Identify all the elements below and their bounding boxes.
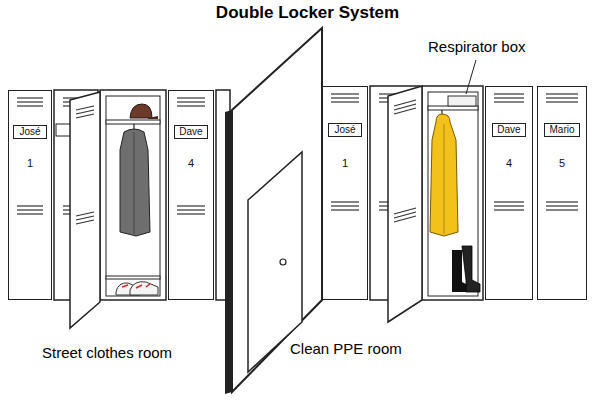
- locker-name: Dave: [179, 126, 202, 137]
- name-plate: José: [13, 125, 47, 139]
- name-plate: Mario: [544, 123, 580, 137]
- vent-slot: [494, 101, 524, 102]
- locker: 1 José: [322, 86, 368, 300]
- locker-name: José: [334, 124, 355, 135]
- door-vents: [394, 100, 416, 222]
- leader-line: [466, 60, 476, 94]
- open-locker: [100, 90, 166, 300]
- vent-slot: [546, 205, 578, 206]
- wall-edge: [225, 110, 232, 394]
- vent-slot: [177, 213, 205, 214]
- laces: [122, 284, 150, 288]
- locker-interior: [106, 96, 160, 296]
- vent-slot: [494, 205, 524, 206]
- diagram-title: Double Locker System: [0, 3, 615, 23]
- shoe: [130, 282, 158, 295]
- name-plate: Dave: [174, 125, 208, 139]
- vent-slot: [177, 105, 205, 106]
- cap-brim: [148, 116, 158, 119]
- open-door: [70, 92, 100, 328]
- shelf: [428, 106, 478, 110]
- room-label: Street clothes room: [42, 344, 172, 362]
- shelf: [106, 276, 160, 279]
- shelf: [106, 120, 160, 124]
- door-vents: [76, 106, 94, 224]
- vent-slot: [331, 205, 359, 206]
- vent-slot: [546, 101, 578, 102]
- vent-slot: [177, 97, 205, 98]
- vent-slot: [17, 101, 43, 102]
- callout-label: Respirator box: [428, 38, 526, 56]
- jacket-seam: [134, 132, 135, 234]
- vent-slot: [177, 205, 205, 206]
- locker: 4 Dave: [168, 90, 214, 300]
- boot: [462, 246, 480, 292]
- open-door: [388, 86, 422, 322]
- door-knob: [280, 259, 286, 265]
- vent-slot: [546, 209, 578, 210]
- locker-number: 4: [486, 157, 532, 170]
- name-plate: Dave: [492, 123, 526, 137]
- vent-slot: [17, 205, 43, 206]
- vent-slot: [331, 93, 359, 94]
- locker: 1 José: [8, 90, 52, 300]
- locker-number: 1: [323, 157, 367, 170]
- room-label: Clean PPE room: [290, 340, 402, 358]
- locker-name: Dave: [497, 124, 520, 135]
- vent-slot: [546, 201, 578, 202]
- vent-slot: [331, 209, 359, 210]
- locker-number: 4: [169, 157, 213, 170]
- open-locker: [422, 86, 483, 300]
- locker-name: José: [19, 126, 40, 137]
- vent-slot: [331, 97, 359, 98]
- cap: [130, 104, 152, 118]
- vent-slot: [177, 101, 205, 102]
- vent-slot: [331, 201, 359, 202]
- vent-slot: [546, 93, 578, 94]
- vent-slot: [494, 201, 524, 202]
- vent-slot: [546, 97, 578, 98]
- vent-slot: [17, 213, 43, 214]
- locker-number: 1: [9, 157, 51, 170]
- vent-slot: [17, 97, 43, 98]
- vent-slot: [494, 97, 524, 98]
- locker-number: 5: [538, 157, 586, 170]
- locker: 4 Dave: [485, 86, 533, 300]
- coat-seam: [444, 124, 445, 234]
- locker-name: Mario: [549, 124, 574, 135]
- locker: 5 Mario: [537, 86, 587, 300]
- respirator-box: [448, 96, 476, 106]
- vent-slot: [494, 93, 524, 94]
- vent-slot: [17, 105, 43, 106]
- vent-slot: [17, 209, 43, 210]
- gray-jacket: [120, 129, 150, 236]
- wall-door: [248, 152, 302, 372]
- yellow-coat: [430, 114, 458, 236]
- vent-slot: [494, 209, 524, 210]
- name-plate: José: [328, 123, 362, 137]
- vent-slot: [331, 101, 359, 102]
- vent-slot: [177, 209, 205, 210]
- partition-wall: [232, 28, 322, 392]
